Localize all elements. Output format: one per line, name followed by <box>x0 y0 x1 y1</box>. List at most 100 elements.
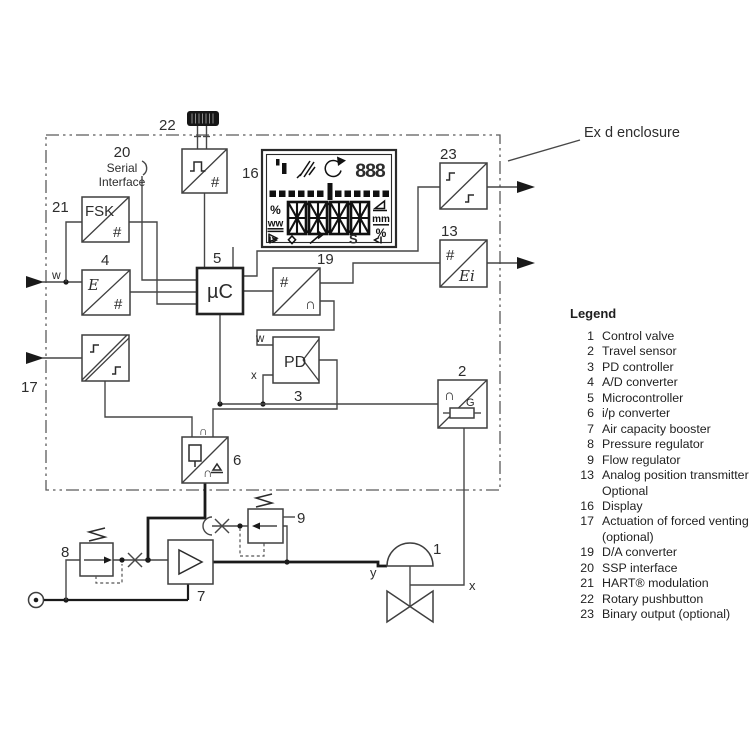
legend-item: 20 SSP interface <box>570 561 750 576</box>
legend-item-number: 16 <box>580 498 594 513</box>
feedback-line <box>239 528 265 557</box>
legend-item-number: 8 <box>587 437 594 452</box>
block-symbol: ∩ <box>305 296 316 313</box>
status-s: S <box>349 232 358 247</box>
legend-item: 17 Actuation of forced venting <box>570 514 750 529</box>
block-da-converter: # ∩ <box>272 267 321 316</box>
potentiometer-icon <box>449 407 475 419</box>
legend-item-label: Microcontroller <box>602 390 684 405</box>
valve-status-icon-left <box>269 236 279 244</box>
label-4: 4 <box>101 252 109 269</box>
legend-item-label: Travel sensor <box>602 344 677 359</box>
legend-item-number <box>570 484 602 499</box>
legend-item-label: HART® modulation <box>602 576 709 591</box>
label-20: 20 <box>114 144 131 161</box>
legend-item-number: 22 <box>580 591 594 606</box>
block-ad-converter: E # <box>81 269 131 316</box>
block-hart-fsk: FSK # <box>81 196 130 243</box>
rotary-pushbutton-icon <box>187 111 219 126</box>
pulse-icon <box>112 366 121 375</box>
legend-item-label: Display <box>602 498 643 513</box>
block-symbol: µC <box>207 281 233 303</box>
wrench-icon <box>309 230 324 245</box>
block-symbol: # <box>113 224 122 241</box>
output-arrow-binary <box>517 181 535 193</box>
diamond-icon <box>287 234 297 245</box>
label-y: y <box>370 565 377 580</box>
starburst-digits <box>286 200 371 236</box>
block-position-transmitter: # Ei <box>439 239 488 288</box>
serial-label-2: Interface <box>99 175 146 189</box>
legend-item-number: 2 <box>587 344 594 359</box>
block-symbol: PD <box>284 354 306 371</box>
label-7: 7 <box>197 588 205 605</box>
legend-item-label: SSP interface <box>602 560 678 575</box>
pulse-icon <box>90 344 99 353</box>
block-microcontroller: µC <box>195 266 245 316</box>
block-binary-output <box>439 162 488 210</box>
block-ip-converter: ∩ ∩ <box>181 424 229 484</box>
legend-item-number: 20 <box>580 560 594 575</box>
label-3: 3 <box>294 388 302 405</box>
legend-item-number: 1 <box>587 329 594 343</box>
legend-item-label: Optional <box>602 483 649 498</box>
legend-item-label: Actuation of forced venting <box>602 514 749 529</box>
block-symbol: FSK <box>85 203 114 220</box>
block-symbol: ∩ <box>203 465 212 480</box>
block-symbol: ∩ <box>199 424 208 438</box>
angle-icon <box>372 199 387 212</box>
legend-title: Legend <box>570 306 617 321</box>
signal-wires <box>26 125 535 586</box>
label-w: w <box>51 268 61 282</box>
legend-item-label: Rotary pushbutton <box>602 591 704 606</box>
unit-mm: mm <box>372 214 390 225</box>
block-pd-controller: PD <box>272 336 320 384</box>
flag-icon <box>268 233 279 243</box>
signal-bars-icon <box>276 159 280 166</box>
block-symbol: Ei <box>458 267 475 285</box>
legend-item-number: 4 <box>587 375 594 390</box>
exd-enclosure-border <box>45 134 501 491</box>
seven-segment-readout: 888 <box>355 160 386 182</box>
input-arrow-w <box>26 276 44 288</box>
legend-item: 16 Display <box>570 499 750 514</box>
serial-label-1: Serial <box>107 161 138 175</box>
legend-item-number <box>570 530 602 545</box>
block-rotary-converter: # <box>181 148 228 194</box>
legend-item-number: 7 <box>587 421 594 436</box>
output-arrow-transmitter <box>517 257 535 269</box>
legend-item-label: i/p converter <box>602 406 671 421</box>
label-16: 16 <box>242 165 259 182</box>
legend-item-number: 17 <box>580 514 594 529</box>
legend-item-label: A/D converter <box>602 375 678 390</box>
label-17: 17 <box>21 379 38 396</box>
display-16: 888 % ww <box>260 148 398 249</box>
block-symbol: G <box>466 397 475 409</box>
valve-body-icon <box>386 589 434 624</box>
actuator-dome-icon <box>386 542 434 567</box>
unit-ww: ww <box>267 219 284 230</box>
legend-item-label: (optional) <box>602 529 654 544</box>
block-venting-converter <box>81 334 130 382</box>
label-13: 13 <box>441 223 458 240</box>
legend-item: 7 Air capacity booster <box>570 422 750 437</box>
percent-left: % <box>270 203 281 217</box>
legend-item-label: Analog position transmitter <box>602 468 749 483</box>
pulse-icon <box>446 172 455 181</box>
legend-item: (optional) <box>570 530 750 545</box>
legend-item-label: Air capacity booster <box>602 421 711 436</box>
flapper-icon <box>211 462 223 471</box>
legend-item-number: 13 <box>580 468 594 483</box>
legend-item: Optional <box>570 484 750 499</box>
block-travel-sensor: ∩ G <box>437 379 488 429</box>
write-tool-icon <box>296 160 316 179</box>
